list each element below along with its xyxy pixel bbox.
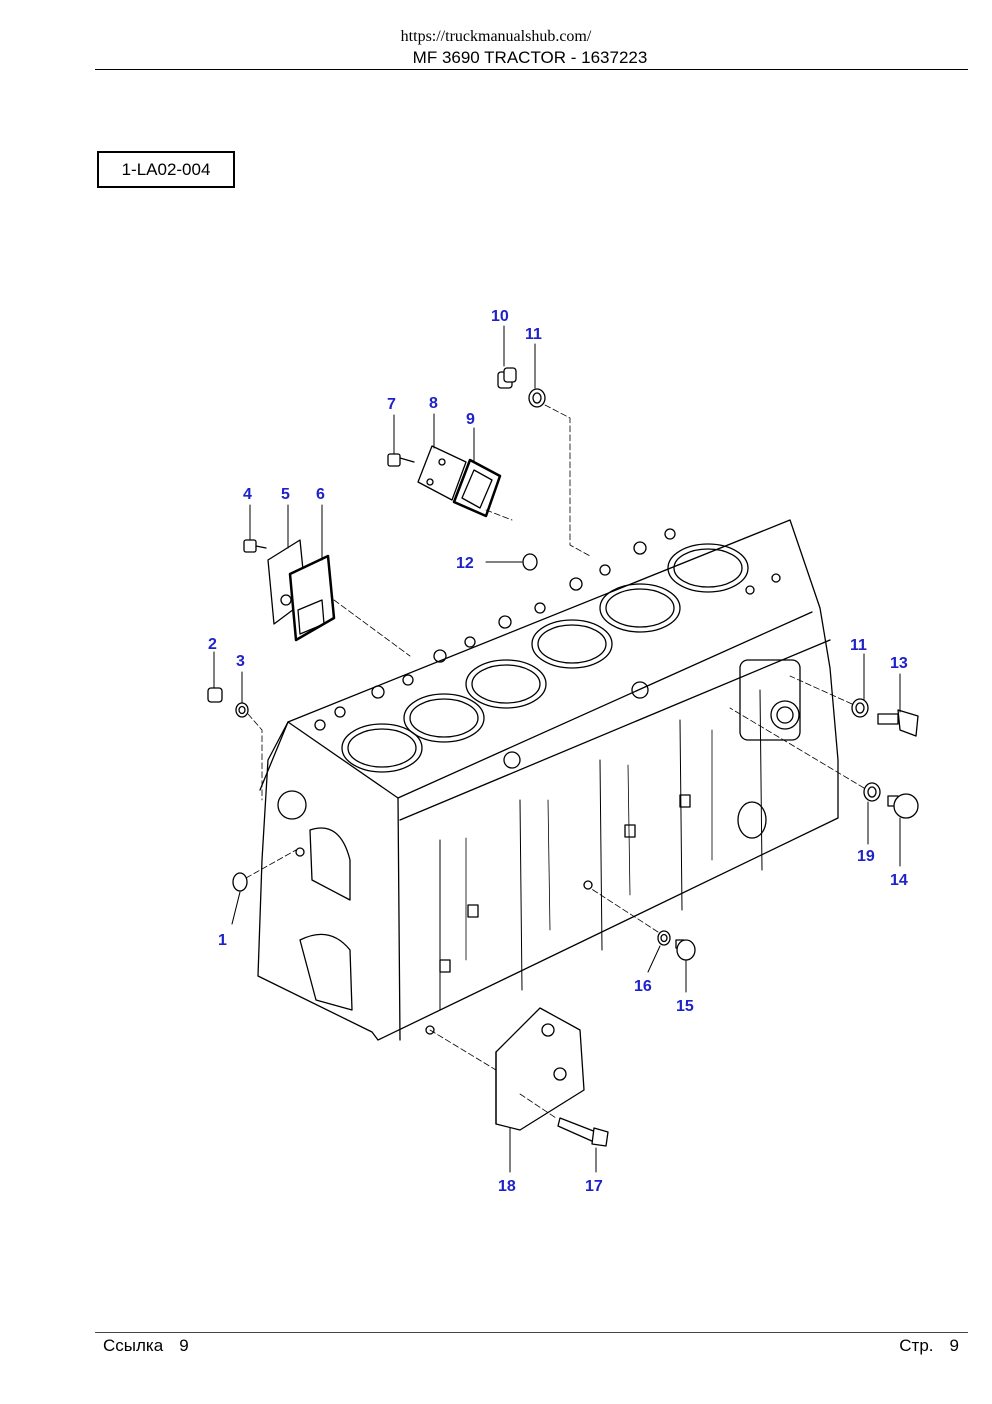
callout-16: 16: [634, 978, 652, 995]
reference-label: Ссылка: [103, 1336, 164, 1355]
plug-14: [887, 793, 919, 819]
reference-value: 9: [179, 1336, 189, 1355]
plug-1: [232, 872, 248, 892]
washer-19: [863, 782, 881, 802]
callout-6: 6: [316, 486, 325, 503]
callout-11-right: 11: [850, 637, 867, 654]
header-divider: [95, 69, 968, 70]
callout-3: 3: [236, 653, 245, 670]
footer-divider: [95, 1332, 968, 1333]
washer-16: [657, 930, 671, 946]
callout-13: 13: [890, 655, 908, 672]
bolt-7: [387, 453, 415, 467]
washer-11-top: [528, 388, 546, 408]
callout-5: 5: [281, 486, 290, 503]
callout-8: 8: [429, 395, 438, 412]
callout-9: 9: [466, 411, 475, 428]
cover-plate-8: [417, 445, 467, 501]
callout-19: 19: [857, 848, 875, 865]
callout-11-top: 11: [525, 326, 542, 343]
washer-11-right: [851, 698, 869, 718]
footer-page: Стр. 9: [899, 1336, 959, 1356]
callout-18: 18: [498, 1178, 516, 1195]
callout-10: 10: [491, 308, 509, 325]
callout-17: 17: [585, 1178, 603, 1195]
source-url[interactable]: https://truckmanualshub.com/: [400, 28, 592, 45]
document-title: MF 3690 TRACTOR - 1637223: [412, 48, 648, 67]
plug-12: [522, 553, 538, 571]
callout-2: 2: [208, 636, 217, 653]
gasket-6: [288, 554, 336, 642]
page-number: 9: [949, 1336, 959, 1355]
callout-4: 4: [243, 486, 252, 503]
callout-leaders: [213, 325, 901, 1173]
page-label: Стр.: [899, 1336, 934, 1355]
washer-3: [235, 702, 249, 718]
gasket-9: [452, 458, 502, 518]
cylinder-block: [257, 519, 839, 1041]
bolt-4: [243, 539, 267, 553]
callout-labels: 10 11 7 8 9 4 5 6 12 2 3 11 13 1 19 14 1…: [208, 308, 908, 1195]
fitting-13: [877, 709, 919, 737]
callout-15: 15: [676, 998, 694, 1015]
figure-code-box: 1-LA02-004: [97, 151, 235, 188]
footer-reference: Ссылка 9: [103, 1336, 205, 1356]
callout-12: 12: [456, 555, 474, 572]
plug-10: [497, 367, 517, 389]
bracket-18: [495, 1007, 585, 1131]
callout-7: 7: [387, 396, 396, 413]
plug-15: [675, 939, 696, 961]
plug-2: [207, 687, 223, 703]
engine-block-exploded-diagram: 10 11 7 8 9 4 5 6 12 2 3 11 13 1 19 14 1…: [207, 308, 919, 1195]
bolt-17: [557, 1117, 609, 1147]
callout-14: 14: [890, 872, 908, 889]
callout-1: 1: [218, 932, 227, 949]
